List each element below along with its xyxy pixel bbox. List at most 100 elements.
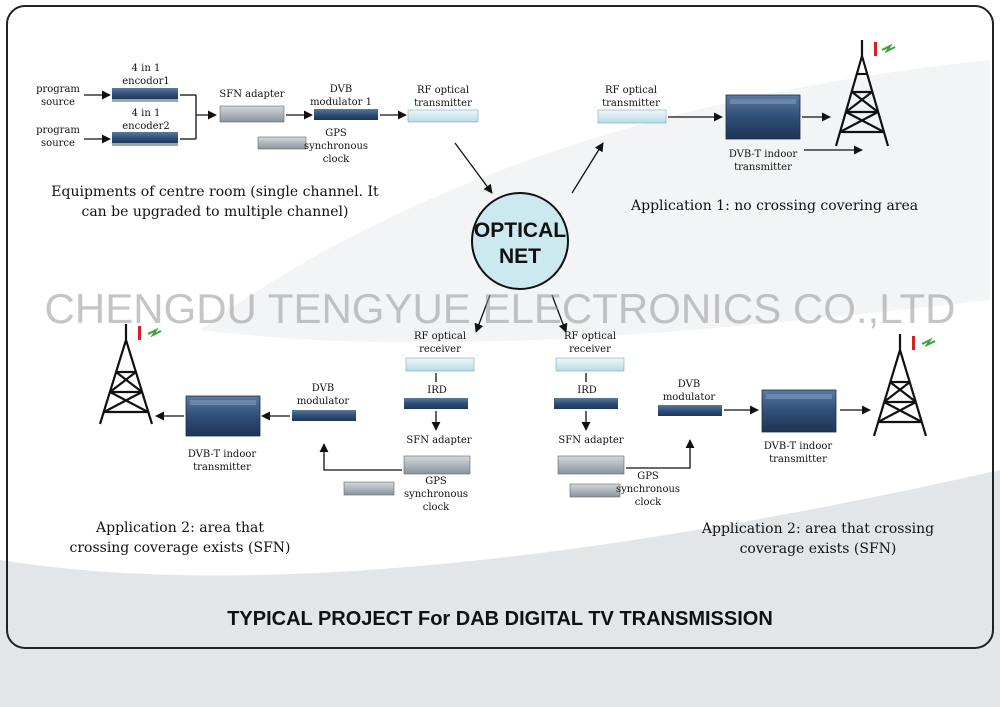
encoder2-unit bbox=[112, 132, 178, 146]
left-gps-clock-unit bbox=[343, 481, 395, 496]
left-dvbt-transmitter-unit bbox=[185, 395, 261, 437]
gps-clock-line3: clock bbox=[322, 154, 350, 165]
dvb-modulator-line1: DVB bbox=[329, 84, 353, 95]
arrow-hub-app1 bbox=[571, 142, 604, 194]
encoder1-unit bbox=[112, 88, 178, 102]
app1-tower-icon bbox=[834, 40, 890, 147]
left-gps-line1: GPS bbox=[425, 476, 447, 487]
gps-clock-line2: synchronous bbox=[303, 141, 369, 152]
left-gps-line3: clock bbox=[422, 502, 450, 513]
right-app2-caption-line2: coverage exists (SFN) bbox=[739, 541, 897, 557]
left-app2-caption-line1: Application 2: area that bbox=[96, 520, 264, 536]
left-rx-line1: RF optical bbox=[413, 331, 467, 342]
rf-optical-transmitter-line1: RF optical bbox=[416, 85, 470, 96]
left-dvb-modulator-unit bbox=[292, 410, 356, 421]
right-app2-caption: Application 2: area that crossing covera… bbox=[668, 519, 968, 559]
program-source-2-line2: source bbox=[41, 138, 75, 149]
program-source-1-line2: source bbox=[41, 97, 75, 108]
left-mod-line1: DVB bbox=[311, 383, 335, 394]
right-mod-line2: modulator bbox=[662, 392, 716, 403]
gps-clock-line1: GPS bbox=[325, 128, 347, 139]
right-dvbt-label: DVB-T indoor transmitter bbox=[750, 440, 846, 466]
right-dvbt-line2: transmitter bbox=[769, 454, 827, 465]
encoder2-label: 4 in 1 encoder2 bbox=[108, 107, 184, 133]
app1-dvbt-label: DVB-T indoor transmitter bbox=[716, 148, 810, 174]
optical-net-line2: NET bbox=[499, 245, 541, 268]
right-ird-unit bbox=[554, 398, 618, 409]
right-tower-icon bbox=[872, 334, 928, 437]
program-source-2-label: program source bbox=[30, 124, 86, 150]
left-rf-optical-receiver-label: RF optical receiver bbox=[398, 330, 482, 356]
sfn-adapter-label: SFN adapter bbox=[219, 89, 285, 100]
left-dvb-modulator-label: DVB modulator bbox=[284, 382, 362, 408]
left-dvbt-line2: transmitter bbox=[193, 462, 251, 473]
right-rx-line2: receiver bbox=[569, 344, 611, 355]
right-gps-line1: GPS bbox=[637, 471, 659, 482]
app1-dvbt-line2: transmitter bbox=[734, 162, 792, 173]
left-app2-caption-line2: crossing coverage exists (SFN) bbox=[69, 540, 291, 556]
right-app2-caption-line1: Application 2: area that crossing bbox=[701, 521, 935, 537]
arrow-centre-hub bbox=[454, 142, 493, 194]
program-source-1-line1: program bbox=[36, 84, 80, 95]
right-dvbt-transmitter-unit bbox=[761, 389, 837, 433]
optical-net-hub bbox=[471, 192, 569, 290]
dvb-modulator-unit bbox=[314, 109, 378, 120]
right-ird-label: IRD bbox=[577, 385, 597, 396]
app1-dvbt-line1: DVB-T indoor bbox=[728, 149, 798, 160]
right-rx-line1: RF optical bbox=[563, 331, 617, 342]
app1-signal-icon bbox=[881, 43, 896, 54]
left-antenna-accent bbox=[138, 326, 141, 340]
right-mod-line1: DVB bbox=[677, 379, 701, 390]
sfn-adapter-unit bbox=[219, 105, 285, 123]
centre-room-caption: Equipments of centre room (single channe… bbox=[10, 182, 420, 222]
optical-net-label: OPTICAL NET bbox=[470, 218, 570, 270]
encoder1-line1: 4 in 1 bbox=[131, 63, 161, 74]
app1-rf-optical-transmitter-unit bbox=[597, 109, 667, 124]
right-gps-clock-label: GPS synchronous clock bbox=[608, 470, 688, 509]
arrow-left-sfn-modulator bbox=[319, 443, 402, 471]
encoder1-line2: encodor1 bbox=[122, 76, 170, 87]
right-dvb-modulator-unit bbox=[658, 405, 722, 416]
right-signal-icon bbox=[921, 337, 936, 348]
left-ird-unit bbox=[404, 398, 468, 409]
left-gps-line2: synchronous bbox=[403, 489, 469, 500]
encoder1-label: 4 in 1 encodor1 bbox=[108, 62, 184, 88]
diagram-title: TYPICAL PROJECT For DAB DIGITAL TV TRANS… bbox=[227, 608, 773, 630]
program-source-1-label: program source bbox=[30, 83, 86, 109]
right-sfn-adapter-label: SFN adapter bbox=[558, 435, 624, 446]
left-sfn-adapter-label: SFN adapter bbox=[406, 435, 472, 446]
rf-optical-transmitter-label: RF optical transmitter bbox=[400, 84, 486, 110]
right-rf-optical-receiver-label: RF optical receiver bbox=[548, 330, 632, 356]
left-mod-line2: modulator bbox=[296, 396, 350, 407]
right-sfn-adapter-unit bbox=[557, 455, 625, 475]
left-gps-clock-label: GPS synchronous clock bbox=[396, 475, 476, 514]
left-ird-label: IRD bbox=[427, 385, 447, 396]
gps-clock-unit bbox=[257, 136, 307, 150]
right-gps-line2: synchronous bbox=[615, 484, 681, 495]
left-dvbt-line1: DVB-T indoor bbox=[187, 449, 257, 460]
right-rf-optical-receiver-unit bbox=[555, 357, 625, 372]
left-sfn-adapter-unit bbox=[403, 455, 471, 475]
diagram-frame bbox=[6, 5, 994, 649]
optical-net-line1: OPTICAL bbox=[473, 219, 567, 242]
arrow-right-sfn-modulator bbox=[626, 439, 695, 469]
encoder2-line2: encoder2 bbox=[122, 121, 170, 132]
left-tower-icon bbox=[98, 324, 154, 425]
background-swoosh bbox=[0, 470, 1000, 707]
dvb-modulator-line2: modulator 1 bbox=[310, 97, 372, 108]
right-dvbt-line1: DVB-T indoor bbox=[763, 441, 833, 452]
left-signal-icon bbox=[147, 327, 162, 338]
app1-rf-line2: transmitter bbox=[602, 98, 660, 109]
centre-room-caption-line1: Equipments of centre room (single channe… bbox=[51, 184, 379, 200]
app1-caption: Application 1: no crossing covering area bbox=[631, 198, 919, 214]
rf-optical-transmitter-unit bbox=[407, 109, 479, 123]
left-rx-line2: receiver bbox=[419, 344, 461, 355]
rf-optical-transmitter-line2: transmitter bbox=[414, 98, 472, 109]
left-dvbt-label: DVB-T indoor transmitter bbox=[174, 448, 270, 474]
arrow-hub-left bbox=[474, 294, 491, 333]
right-gps-clock-unit bbox=[569, 483, 621, 498]
encoder2-line1: 4 in 1 bbox=[131, 108, 161, 119]
program-source-2-line1: program bbox=[36, 125, 80, 136]
app1-rf-line1: RF optical bbox=[604, 85, 658, 96]
